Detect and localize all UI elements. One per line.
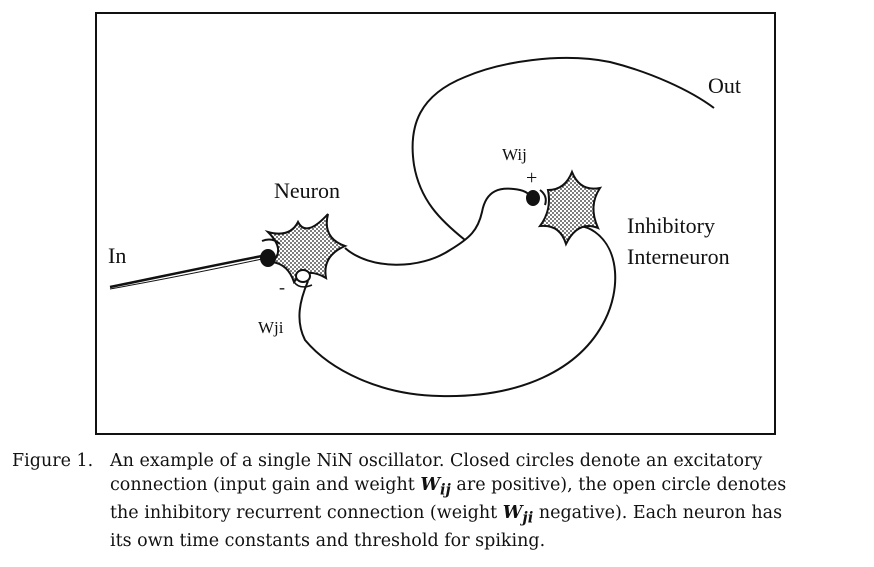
label-out: Out [708, 73, 741, 98]
input-synapse-closed-circle [260, 249, 276, 267]
output-axon [411, 57, 715, 241]
caption-line-2: connection (input gain and weight Wij ar… [110, 474, 787, 499]
label-interneuron: Interneuron [627, 244, 730, 269]
label-inhibitory: Inhibitory [627, 213, 715, 238]
label-plus: + [526, 167, 537, 189]
label-neuron: Neuron [274, 178, 340, 203]
neuron-axon [344, 187, 531, 266]
caption-line-3: the inhibitory recurrent connection (wei… [110, 502, 783, 527]
feedback-axon [298, 225, 617, 398]
input-axon [109, 254, 263, 289]
diagram-frame [95, 12, 776, 435]
wij-synapse-cup [539, 189, 547, 206]
input-synapse-cup [261, 238, 281, 245]
interneuron-body [537, 169, 603, 247]
figure-caption: Figure 1. An example of a single NiN osci… [12, 450, 867, 553]
figure-number: Figure 1. [12, 451, 94, 471]
inhibitory-synapse-open-circle [295, 269, 311, 283]
label-wij: Wij [502, 145, 527, 164]
caption-line-4: its own time constants and threshold for… [110, 530, 546, 551]
label-in: In [108, 243, 126, 268]
caption-line-1: An example of a single NiN oscillator. C… [110, 451, 763, 471]
nin-oscillator-diagram: In Out Neuron Inhibitory Interneuron Wij… [108, 57, 741, 398]
label-wji: Wji [258, 318, 284, 337]
label-minus: - [279, 277, 285, 297]
wij-synapse-closed-circle [526, 190, 540, 206]
